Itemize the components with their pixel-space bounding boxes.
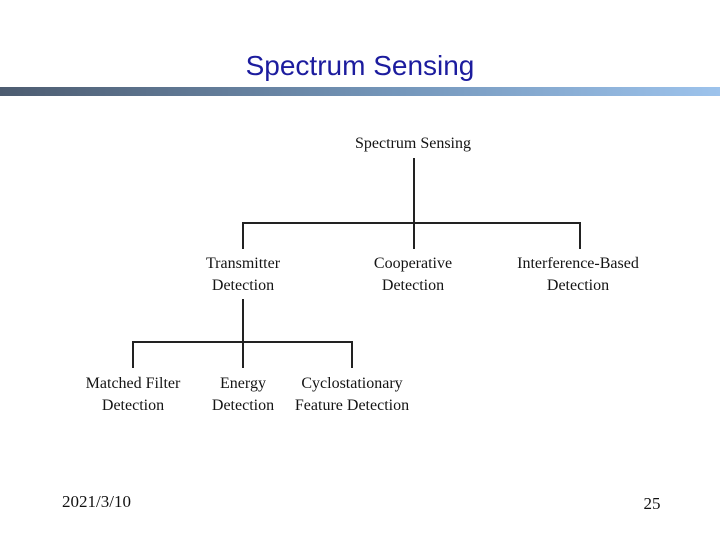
node-label-line2: Detection bbox=[101, 397, 165, 414]
slide-page-number: 25 bbox=[643, 494, 661, 513]
node-label-line1: Transmitter bbox=[205, 255, 281, 272]
node-matched-filter-detection: Matched Filter Detection bbox=[43, 373, 223, 417]
connector-drop-interference bbox=[579, 222, 581, 249]
connector-drop-cooperative bbox=[413, 222, 415, 249]
title-divider-bar bbox=[0, 87, 720, 96]
connector-root-vline bbox=[413, 158, 415, 223]
node-transmitter-detection: Transmitter Detection bbox=[153, 253, 333, 297]
connector-drop-matched-filter bbox=[132, 341, 134, 368]
node-interference-based-detection: Interference-Based Detection bbox=[488, 253, 668, 297]
node-label-line1: Cooperative bbox=[373, 255, 453, 272]
node-label-line1: Matched Filter bbox=[85, 375, 181, 392]
node-label-line2: Detection bbox=[211, 277, 275, 294]
node-cooperative-detection: Cooperative Detection bbox=[323, 253, 503, 297]
slide-title: Spectrum Sensing bbox=[245, 50, 475, 81]
slide-date: 2021/3/10 bbox=[62, 492, 131, 511]
connector-drop-transmitter bbox=[242, 222, 244, 249]
connector-transmitter-vline bbox=[242, 299, 244, 368]
node-spectrum-sensing: Spectrum Sensing bbox=[322, 133, 504, 155]
node-label-line2: Feature Detection bbox=[294, 397, 410, 414]
connector-level2-hline bbox=[242, 222, 580, 224]
connector-level3-hline bbox=[132, 341, 352, 343]
node-label-line1: Cyclostationary bbox=[301, 375, 403, 392]
node-label-line2: Detection bbox=[546, 277, 610, 294]
node-cyclostationary-feature-detection: Cyclostationary Feature Detection bbox=[262, 373, 442, 417]
node-label: Spectrum Sensing bbox=[355, 135, 471, 152]
node-label-line2: Detection bbox=[381, 277, 445, 294]
connector-drop-cyclostationary bbox=[351, 341, 353, 368]
node-energy-detection: Energy Detection bbox=[153, 373, 333, 417]
node-label-line2: Detection bbox=[211, 397, 275, 414]
node-label-line1: Interference-Based bbox=[517, 255, 639, 272]
node-label-line1: Energy bbox=[220, 375, 266, 392]
